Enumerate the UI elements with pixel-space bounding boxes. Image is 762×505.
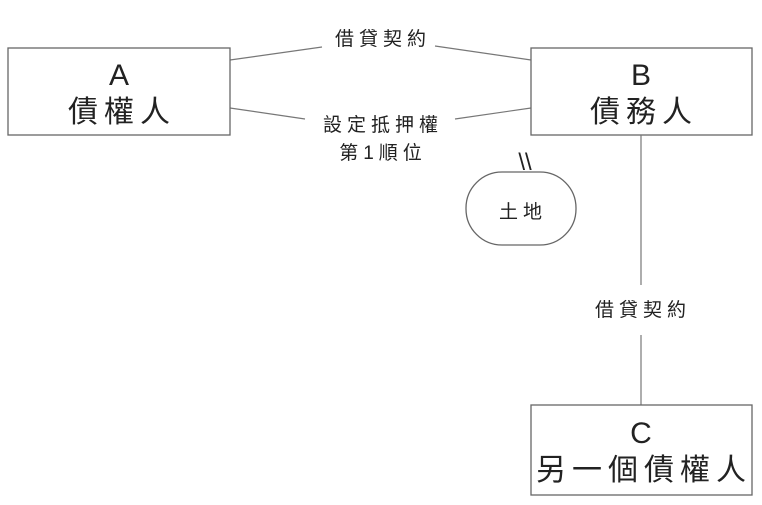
node-c-label: 另一個債權人 — [536, 454, 752, 487]
edge-label-loan-bc: 借貸契約 — [595, 299, 691, 321]
edge-loan-ab-left — [229, 46, 323, 61]
node-c-letter: C — [630, 417, 652, 450]
node-land-label: 土地 — [499, 201, 547, 223]
node-b-letter: B — [631, 59, 651, 92]
ownership-mark: \\ — [518, 149, 532, 176]
node-b-debtor — [530, 47, 753, 136]
node-c-other-creditor — [530, 404, 753, 496]
edge-label-mortgage: 設定抵押權 — [323, 114, 443, 136]
edge-mortgage-ab-right — [454, 107, 532, 120]
edge-label-priority: 第1順位 — [339, 142, 427, 164]
node-a-creditor — [7, 47, 231, 136]
edge-label-loan-ab: 借貸契約 — [335, 28, 431, 50]
edge-mortgage-ab-left — [229, 107, 306, 120]
node-b-label: 債務人 — [590, 96, 698, 129]
node-a-letter: A — [109, 59, 129, 92]
node-land — [465, 171, 577, 246]
edge-loan-ab-right — [434, 45, 532, 61]
node-a-label: 債權人 — [68, 96, 176, 129]
